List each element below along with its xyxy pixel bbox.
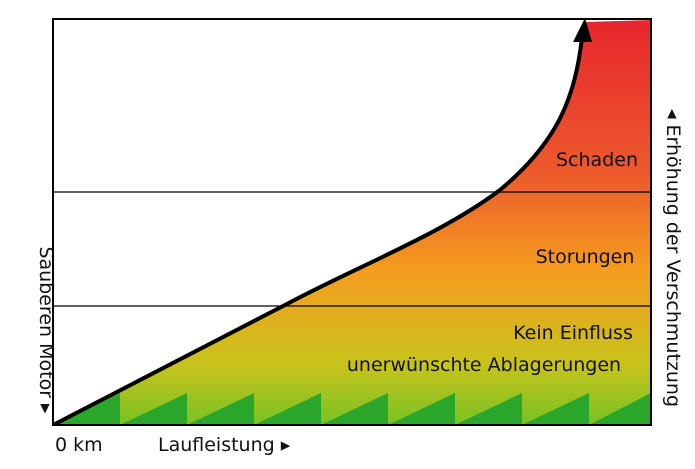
left-axis-label: Sauberen Motor ▸ [35, 246, 57, 414]
diagram-frame [52, 18, 652, 426]
curve-arrowhead-icon [573, 18, 592, 42]
sawtooth-tooth [589, 393, 651, 425]
zone-label-disturbances: Storungen [536, 246, 635, 268]
right-axis-label: ◂ Erhöhung der Verschmutzung [662, 109, 684, 407]
sawtooth-tooth [455, 393, 522, 425]
sawtooth-tooth [254, 393, 321, 425]
x-axis-label: Laufleistung ▸ [158, 434, 291, 456]
deposit-level-area [53, 20, 651, 425]
zone-label-no-influence-line1: Kein Einfluss [513, 322, 633, 344]
deposit-curve [53, 36, 584, 426]
zone-label-no-influence-line2: unerwünschte Ablagerungen [347, 354, 621, 376]
x-origin-label: 0 km [55, 434, 103, 456]
sawtooth-tooth [321, 393, 388, 425]
sawtooth-tooth [120, 393, 187, 425]
zone-label-damage: Schaden [556, 149, 638, 171]
sawtooth-tooth [187, 393, 254, 425]
sawtooth-tooth [388, 393, 455, 425]
sawtooth-tooth [522, 393, 589, 425]
